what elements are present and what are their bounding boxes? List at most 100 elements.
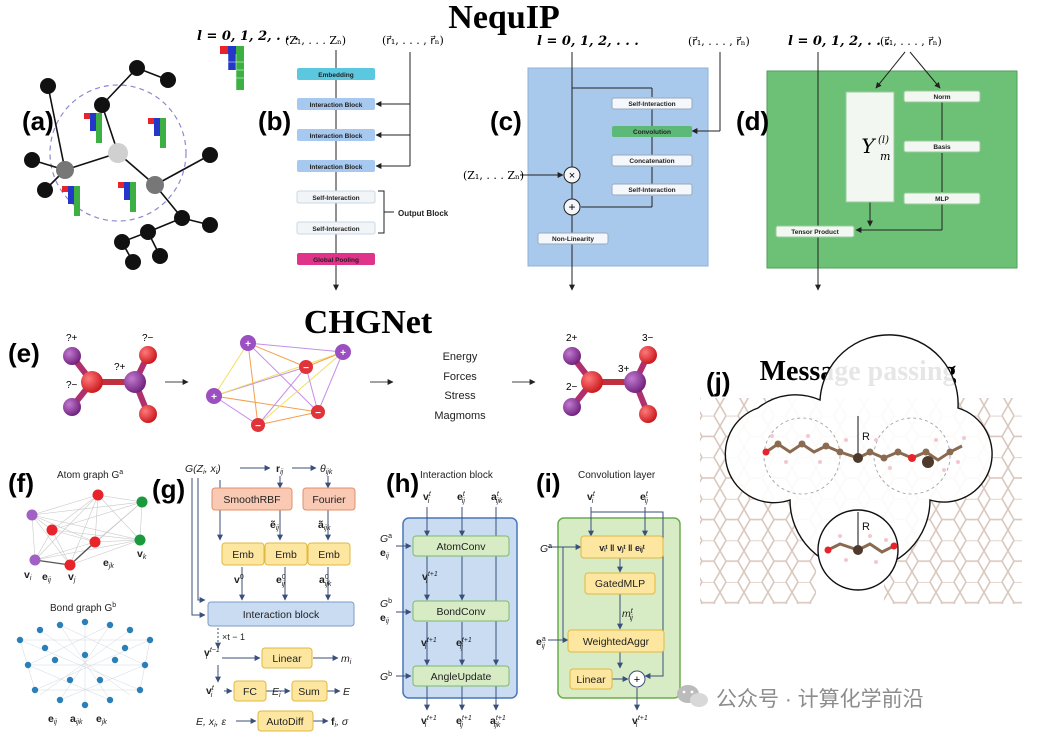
- g-e-tilde: ẽij: [270, 519, 279, 532]
- z-label-c: (Z₁, . . . Zₙ): [463, 169, 524, 182]
- feature-stack-icon: [84, 113, 102, 143]
- eij-label: eij: [42, 571, 51, 584]
- charge-label: ?−: [66, 380, 78, 391]
- non-linearity-block: Non-Linearity: [552, 236, 594, 243]
- basis-block: Basis: [933, 144, 951, 151]
- ylm-main: Y: [861, 134, 876, 158]
- charge-label: ?+: [114, 362, 126, 373]
- g-mi-label: mi: [341, 653, 352, 666]
- bond-ejk-label: ejk: [96, 713, 107, 726]
- h-title: Interaction block: [420, 470, 494, 481]
- h-eij2-label: eij: [380, 612, 389, 625]
- interaction-block-g: Interaction block: [243, 609, 320, 621]
- charge-graph: [206, 335, 351, 432]
- output-stress: Stress: [444, 390, 476, 402]
- angleupdate-block: AngleUpdate: [431, 671, 492, 683]
- h-ga-label: Ga: [380, 533, 392, 545]
- add-node-i: [628, 670, 646, 688]
- output-forces: Forces: [443, 371, 477, 383]
- output-block-label: Output Block: [398, 209, 449, 218]
- charge-label: ?+: [66, 333, 78, 344]
- panel-label-j: (j): [706, 367, 731, 397]
- concatenation-block: Concatenation: [629, 158, 674, 165]
- r-label-b: (r⃗₁, . . . , r⃗ₙ): [382, 34, 444, 47]
- atom-graph-label: Atom graph Ga: [57, 469, 123, 481]
- h-gb2-label: Gb: [380, 671, 392, 683]
- charge-label: ?−: [142, 333, 154, 344]
- charge-label: 2+: [566, 333, 578, 344]
- times-symbol: ×: [569, 170, 575, 182]
- ion-sign: +: [340, 348, 346, 359]
- panel-label-i: (i): [536, 468, 561, 498]
- emb-block-a: Emb: [318, 549, 340, 561]
- fourier-block: Fourier: [312, 494, 346, 506]
- bond-aijk-label: aijk: [70, 713, 83, 726]
- radius-label-bottom: R: [862, 521, 870, 533]
- sum-block: Sum: [298, 686, 320, 698]
- self-interaction-top-block: Self-Interaction: [628, 101, 675, 108]
- panel-label-f: (f): [8, 468, 34, 498]
- linear-block-i: Linear: [576, 674, 606, 686]
- h-gb-label: Gb: [380, 598, 392, 610]
- g-outputs-label: fi, σ: [331, 716, 349, 729]
- ion-sign: +: [245, 339, 251, 350]
- l-label-d: l = 0, 1, 2, . . .: [788, 34, 890, 49]
- emb-block-v: Emb: [232, 549, 254, 561]
- self-interaction-block-1: Self-Interaction: [312, 195, 359, 202]
- g-input-label: G(Zi, xi): [185, 463, 221, 476]
- molecule-predicted-charges: [563, 346, 657, 423]
- nequip-title: NequIP: [448, 0, 559, 36]
- feature-stack-icon: [148, 118, 166, 148]
- chgnet-title: CHGNet: [304, 304, 433, 341]
- charge-label: 3+: [618, 364, 630, 375]
- bond-graph: [16, 618, 154, 709]
- vk-label: vk: [137, 548, 147, 561]
- atom-graph: [26, 489, 148, 571]
- autodiff-block: AutoDiff: [266, 716, 303, 728]
- panel-a-graph: [24, 60, 218, 270]
- output-energy: Energy: [443, 351, 478, 363]
- plus-symbol: +: [568, 200, 575, 214]
- ylm-sub: m: [880, 150, 890, 163]
- feature-stack-icon: [220, 46, 244, 90]
- global-pooling-block: Global Pooling: [313, 257, 359, 264]
- i-ga-label: Ga: [540, 543, 552, 555]
- panel-label-c: (c): [490, 106, 522, 136]
- bond-graph-label: Bond graph Gb: [50, 602, 116, 614]
- vj-label: vj: [68, 571, 76, 584]
- embedding-block: Embedding: [318, 72, 353, 79]
- norm-block: Norm: [934, 94, 951, 101]
- g-energy-label: E: [343, 686, 351, 698]
- panel-label-b: (b): [258, 106, 291, 136]
- ion-sign: +: [211, 392, 217, 403]
- output-magmoms: Magmoms: [434, 410, 486, 422]
- r-label-d: (r⃗₁, . . . , r⃗ₙ): [880, 35, 942, 48]
- panel-label-g: (g): [152, 474, 185, 504]
- l-label-b: l = 0, 1, 2, . . .: [197, 29, 299, 44]
- interaction-block-2: Interaction Block: [310, 133, 363, 140]
- message-passing-molecule: [724, 334, 993, 591]
- wechat-icon: [677, 685, 708, 707]
- weightedaggr-block: WeightedAggr: [583, 636, 650, 648]
- g-a-tilde: ãijk: [318, 519, 331, 532]
- mlp-block: MLP: [935, 196, 949, 203]
- tensor-product-block: Tensor Product: [791, 229, 839, 236]
- g-rij-label: rij: [276, 463, 284, 476]
- panel-b-blocks: Embedding Interaction Block Interaction …: [296, 68, 449, 265]
- z-label-b: (Z₁, . . . Zₙ): [285, 34, 346, 47]
- g-v0-label: v0: [234, 574, 244, 586]
- add-node: [563, 198, 581, 216]
- g-theta-label: θijk: [320, 463, 333, 476]
- charge-label: 3−: [642, 333, 654, 344]
- feature-stack-icon: [118, 182, 136, 212]
